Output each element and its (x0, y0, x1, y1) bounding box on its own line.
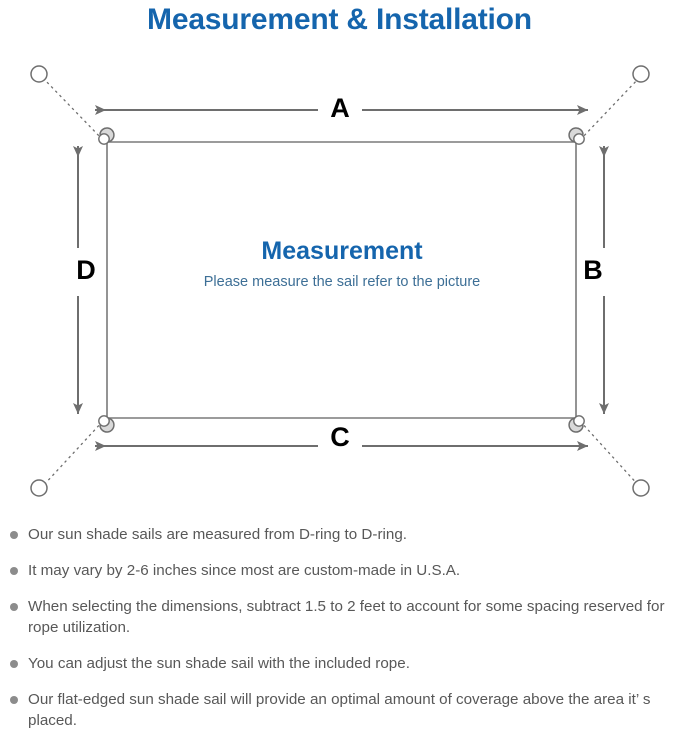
sail-center-heading: Measurement (261, 237, 423, 265)
bullet-icon (10, 531, 18, 539)
list-item: Our sun shade sails are measured from D-… (0, 524, 679, 545)
rope-top-left (41, 76, 104, 141)
list-item: It may vary by 2-6 inches since most are… (0, 560, 679, 581)
dimension-label-d: D (76, 255, 96, 285)
list-item: When selecting the dimensions, subtract … (0, 596, 679, 638)
list-item: You can adjust the sun shade sail with t… (0, 653, 679, 674)
page-title: Measurement & Installation (147, 3, 532, 36)
anchor-circle-top-left (30, 65, 48, 83)
notes-list: Our sun shade sails are measured from D-… (0, 524, 679, 746)
sail-center-text: Measurement Please measure the sail refe… (105, 236, 579, 292)
bullet-icon (10, 567, 18, 575)
diagram-canvas (30, 65, 650, 497)
note-text: You can adjust the sun shade sail with t… (28, 655, 410, 672)
rope-bottom-left (41, 420, 104, 488)
note-text: Our flat-edged sun shade sail will provi… (28, 691, 651, 729)
rope-lines (41, 76, 641, 488)
dimension-label-a: A (330, 93, 350, 123)
anchor-circle-bottom-left (30, 479, 48, 497)
note-text: It may vary by 2-6 inches since most are… (28, 562, 461, 579)
bullet-icon (10, 696, 18, 704)
bullet-icon (10, 603, 18, 611)
measurement-diagram: A B C D Measurement Please measure the s… (0, 48, 679, 518)
anchor-points (30, 65, 650, 497)
note-text: When selecting the dimensions, subtract … (28, 598, 665, 636)
d-rings (98, 127, 585, 433)
bullet-icon (10, 660, 18, 668)
rope-top-right (579, 76, 641, 141)
list-item: Our flat-edged sun shade sail will provi… (0, 689, 679, 731)
sail-center-subheading: Please measure the sail refer to the pic… (203, 274, 481, 290)
anchor-circle-bottom-right (632, 479, 650, 497)
dimension-arrows (73, 105, 609, 451)
anchor-circle-top-right (632, 65, 650, 83)
dimension-label-c: C (330, 422, 350, 452)
rope-bottom-right (579, 420, 641, 488)
dimension-label-b: B (583, 255, 603, 285)
note-text: Our sun shade sails are measured from D-… (28, 526, 407, 543)
